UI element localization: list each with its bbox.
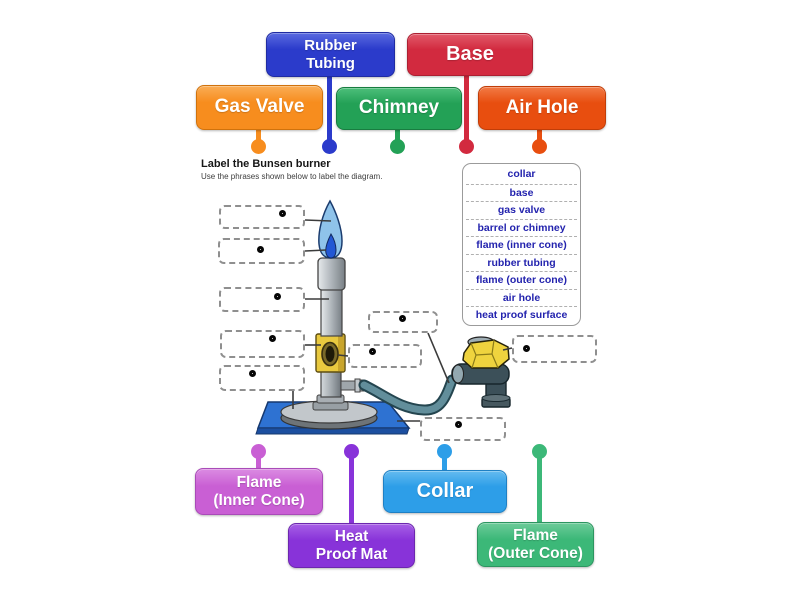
ring-marker [249, 370, 256, 377]
ring-marker [274, 293, 281, 300]
label-chip-text: Flame (Outer Cone) [488, 526, 583, 562]
pin-stem [256, 452, 261, 469]
pin-stem [464, 74, 469, 147]
label-chip-heat-proof-mat[interactable]: Heat Proof Mat [288, 523, 415, 568]
label-chip-text: Collar [416, 479, 474, 502]
word-list-item: barrel or chimney [466, 218, 577, 237]
burner-base-graphic [280, 400, 378, 430]
word-list-item: collar [507, 168, 536, 180]
ring-marker [523, 345, 530, 352]
pin-dot [390, 139, 405, 154]
word-list-item: base [466, 183, 577, 202]
word-list-item: heat proof surface [466, 306, 577, 324]
collar-graphic [315, 333, 346, 373]
pin-stem [442, 452, 447, 471]
pin-dot [532, 444, 547, 459]
label-chip-base[interactable]: Base [407, 33, 533, 76]
drop-target-rubber-tubing[interactable] [368, 311, 438, 333]
label-chip-flame-outer-cone[interactable]: Flame (Outer Cone) [477, 522, 594, 567]
word-list-item: air hole [466, 288, 577, 307]
drop-target-base[interactable] [219, 365, 305, 391]
pin-dot [459, 139, 474, 154]
ring-marker [399, 315, 406, 322]
ring-marker [279, 210, 286, 217]
pin-stem [349, 452, 354, 524]
word-list-item: flame (outer cone) [466, 271, 577, 289]
word-list: collar base gas valve barrel or chimney … [462, 163, 581, 326]
drop-target-barrel[interactable] [219, 287, 305, 312]
ring-marker [269, 335, 276, 342]
ring-marker [455, 421, 462, 428]
label-chip-chimney[interactable]: Chimney [336, 87, 462, 130]
pin-dot [437, 444, 452, 459]
label-chip-air-hole[interactable]: Air Hole [478, 86, 606, 130]
label-chip-text: Flame (Inner Cone) [213, 473, 305, 509]
barrel-graphic [320, 287, 343, 337]
label-chip-text: Rubber Tubing [304, 37, 357, 72]
word-list-item: flame (inner cone) [466, 236, 577, 254]
drop-target-collar[interactable] [220, 330, 305, 358]
label-chip-text: Heat Proof Mat [315, 527, 388, 563]
ring-marker [369, 348, 376, 355]
drop-target-heat-proof-surface[interactable] [420, 417, 506, 441]
pin-dot [322, 139, 337, 154]
label-chip-text: Gas Valve [214, 96, 305, 118]
pin-dot [251, 139, 266, 154]
drop-target-air-hole[interactable] [348, 344, 422, 368]
diagram-subtitle: Use the phrases shown below to label the… [201, 172, 383, 181]
rubber-tubing-graphic [358, 374, 458, 416]
diagram-title: Label the Bunsen burner [201, 158, 331, 170]
pin-stem [256, 128, 261, 147]
ring-marker [257, 246, 264, 253]
label-chip-text: Air Hole [505, 96, 579, 118]
pin-stem [537, 452, 542, 523]
pin-dot [344, 444, 359, 459]
drop-target-flame-inner[interactable] [218, 238, 305, 264]
label-chip-text: Base [446, 42, 494, 65]
pin-dot [251, 444, 266, 459]
word-list-item: gas valve [466, 201, 577, 219]
pin-stem [537, 128, 542, 147]
pin-stem [327, 75, 332, 147]
label-chip-rubber-tubing[interactable]: Rubber Tubing [266, 32, 395, 77]
label-chip-text: Chimney [358, 97, 440, 119]
word-list-item: rubber tubing [466, 253, 577, 272]
drop-target-gas-valve[interactable] [512, 335, 597, 363]
pin-stem [395, 128, 400, 147]
label-chip-collar[interactable]: Collar [383, 470, 507, 513]
drop-target-flame-outer[interactable] [219, 205, 305, 229]
pin-dot [532, 139, 547, 154]
flame-graphic [318, 199, 343, 259]
gas-valve-graphic [451, 336, 511, 408]
label-chip-gas-valve[interactable]: Gas Valve [196, 85, 323, 130]
pointer-lines [292, 219, 513, 422]
label-chip-flame-inner-cone[interactable]: Flame (Inner Cone) [195, 468, 323, 515]
